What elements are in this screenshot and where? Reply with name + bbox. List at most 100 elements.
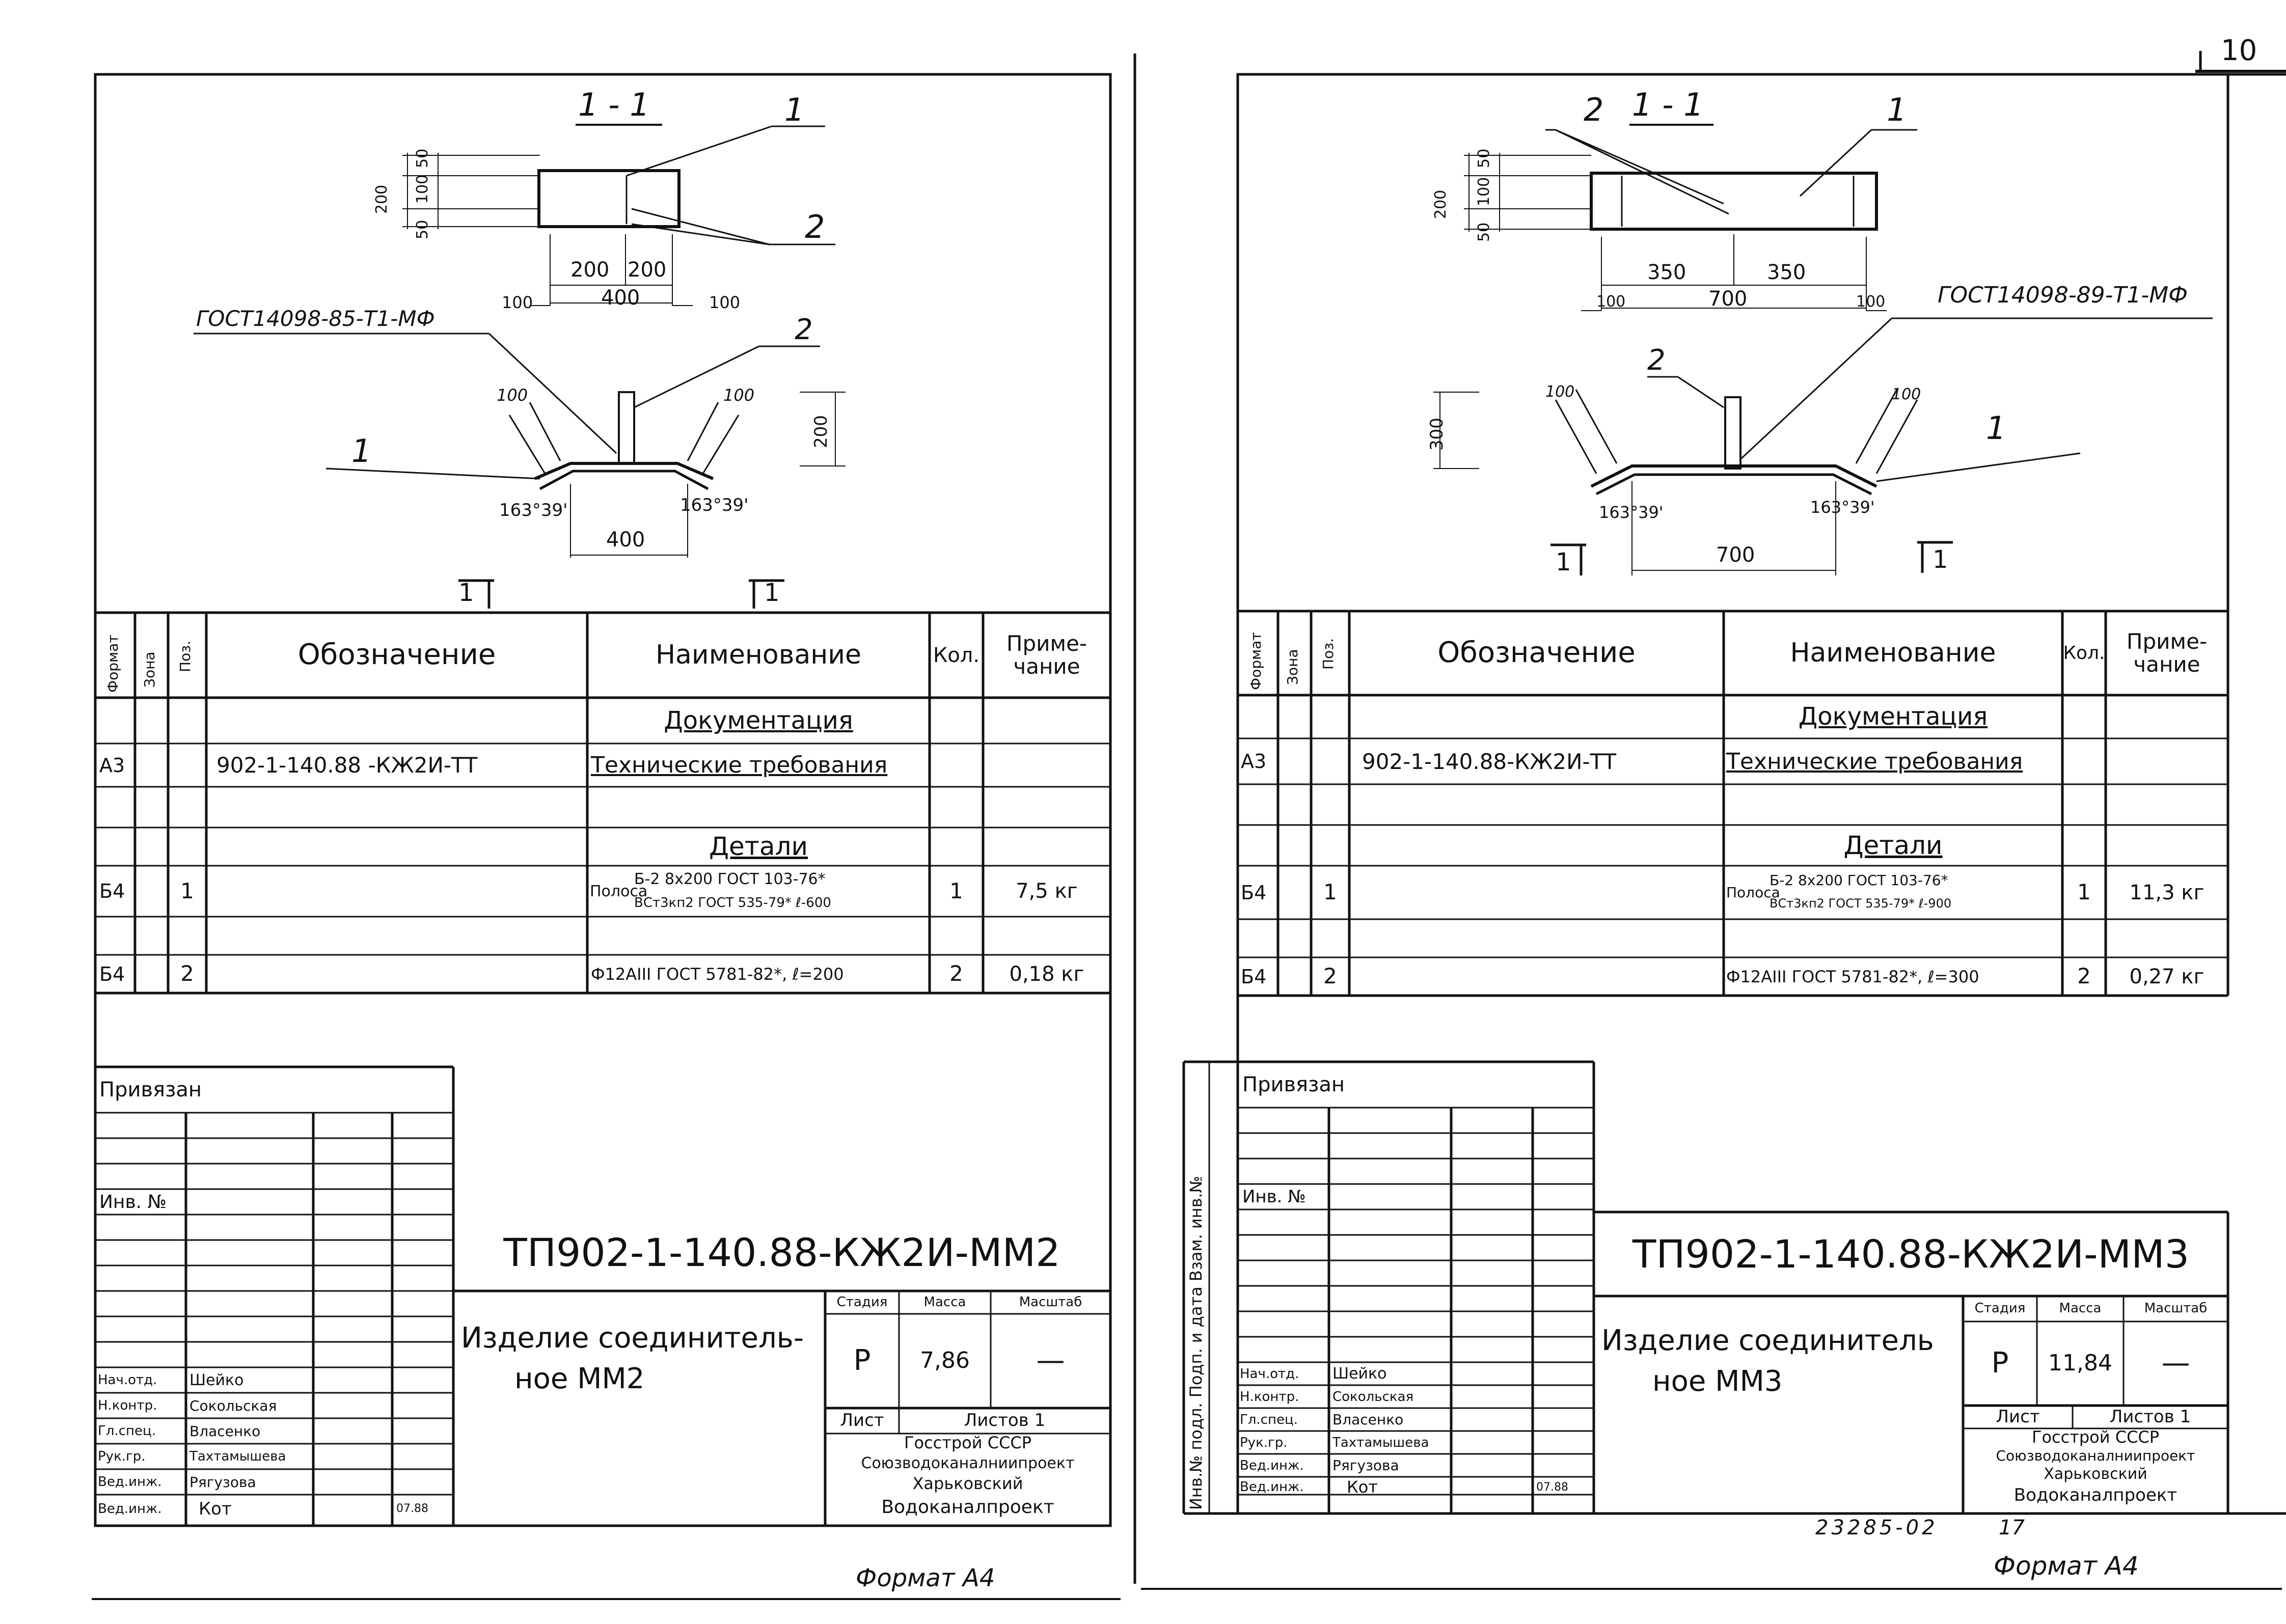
row3-qty: 2	[2077, 964, 2091, 989]
callout-1: 1	[784, 91, 805, 128]
mass-value: 11,84	[2048, 1350, 2112, 1377]
callout-2-front: 2	[1647, 344, 1666, 377]
name-6: Кот	[1347, 1477, 1378, 1497]
row3-pos: 2	[180, 961, 194, 986]
angle-b: 163°39'	[1810, 498, 1875, 517]
row2-note: 11,3 кг	[2129, 880, 2205, 904]
col-qty: Кол.	[933, 643, 980, 667]
row2-qty: 1	[2077, 879, 2091, 905]
dim-half-b: 200	[628, 258, 667, 282]
row2-strip-word: Полоса	[1726, 884, 1780, 901]
title-line-1: Изделие соединитель-	[461, 1322, 804, 1355]
name-1: Шейко	[1332, 1365, 1387, 1383]
weld-gost: ГОСТ14098-85-Т1-МФ	[196, 306, 435, 331]
row1-name: Технические требования	[1726, 748, 2023, 775]
title-line-1: Изделие соединитель	[1601, 1324, 1934, 1357]
stage-value: Р	[853, 1344, 871, 1378]
callout-1-front: 1	[1986, 409, 2006, 447]
angle-a: 163°39'	[499, 500, 568, 520]
section-label: 1 - 1	[1632, 86, 1704, 123]
sheet-mm3-linework	[1182, 73, 2286, 1515]
dim-total: 700	[1708, 287, 1748, 311]
dim-bend-b: 100	[1892, 386, 1921, 403]
row1-format: А3	[99, 754, 125, 777]
role-2: Н.контр.	[1240, 1389, 1299, 1405]
dim-bend-a: 100	[497, 386, 528, 405]
dim-base: 400	[606, 528, 645, 552]
weld-gost: ГОСТ14098-89-Т1-МФ	[1938, 282, 2188, 308]
sheet-mm3: 1 - 1 1 2 ГОСТ14098-89-Т1-МФ 2 1 50 100 …	[1143, 0, 2286, 1624]
title-line-2: ное ММ3	[1652, 1365, 1783, 1398]
sheet-label: Лист	[1996, 1406, 2040, 1427]
format-label: Формат А4	[1994, 1551, 2139, 1581]
dim-half-a: 350	[1647, 261, 1686, 284]
dim-h200: 200	[1432, 189, 1450, 219]
dim-h50a: 50	[1475, 148, 1493, 168]
name-4: Тахтамышева	[189, 1449, 286, 1464]
col-format: Формат	[1247, 632, 1264, 690]
row3-note: 0,27 кг	[2129, 965, 2205, 988]
col-name: Наименование	[655, 640, 862, 671]
dim-out-b: 100	[709, 293, 741, 312]
corner-page-number: 10	[2221, 34, 2257, 67]
org-line-2: Союзводоканалниипроект	[1996, 1447, 2195, 1465]
cut-mark-right: 1	[764, 579, 780, 607]
cut-mark-left: 1	[1556, 548, 1571, 576]
row3-pos: 2	[1323, 964, 1337, 989]
col-designation: Обозначение	[297, 638, 496, 672]
format-label: Формат А4	[856, 1564, 995, 1592]
stage-header: Стадия	[836, 1294, 888, 1310]
col-designation: Обозначение	[1437, 636, 1636, 670]
row1-format: А3	[1241, 750, 1267, 773]
scale-value: —	[1036, 1344, 1065, 1378]
row1-designation: 902-1-140.88-КЖ2И-ТТ	[1362, 749, 1616, 774]
date: 07.88	[396, 1502, 428, 1515]
row2-format: Б4	[99, 880, 125, 902]
scale-value: —	[2161, 1346, 2190, 1380]
role-3: Гл.спец.	[1240, 1412, 1298, 1427]
col-note: Приме-чание	[2126, 629, 2208, 677]
name-3: Власенко	[1332, 1411, 1404, 1428]
side-stamp: Инв.№ подл. Подп. и дата Взам. инв.№	[1186, 1175, 1206, 1510]
row2-name-bottom: ВСт3кп2 ГОСТ 535-79* ℓ-900	[1770, 896, 1952, 911]
dim-h50b: 50	[1475, 222, 1493, 242]
role-5: Вед.инж.	[98, 1474, 162, 1490]
name-5: Рягузова	[189, 1473, 256, 1491]
section-parts: Детали	[709, 832, 808, 862]
name-4: Тахтамышева	[1332, 1435, 1429, 1450]
angle-a: 163°39'	[1599, 503, 1664, 522]
org-line-4: Водоканалпроект	[2013, 1485, 2178, 1506]
inventory-label: Инв. №	[99, 1191, 167, 1213]
role-1: Нач.отд.	[1240, 1366, 1299, 1382]
name-2: Сокольская	[1332, 1389, 1414, 1405]
row3-name: Ф12АIII ГОСТ 5781-82*, ℓ=300	[1726, 967, 1979, 986]
document-code: ТП902-1-140.88-КЖ2И-ММ2	[503, 1230, 1060, 1276]
org-line-3: Харьковский	[2044, 1465, 2147, 1483]
sheet-mm2-linework	[94, 73, 1112, 1527]
scale-header: Масштаб	[2144, 1301, 2208, 1316]
org-line-3: Харьковский	[912, 1474, 1023, 1494]
callout-1-front: 1	[351, 432, 372, 470]
row3-format: Б4	[99, 962, 125, 985]
role-2: Н.контр.	[98, 1398, 157, 1413]
row2-pos: 1	[1323, 879, 1337, 905]
title-line-2: ное ММ2	[514, 1362, 645, 1395]
callout-2: 2	[805, 208, 825, 245]
callout-2-front: 2	[795, 313, 813, 346]
cut-mark-left: 1	[458, 579, 474, 607]
role-4: Рук.гр.	[1240, 1435, 1288, 1450]
role-3: Гл.спец.	[98, 1423, 156, 1439]
archive-code: 23285-02	[1815, 1516, 1938, 1539]
binding-label: Привязан	[99, 1078, 202, 1102]
document-code: ТП902-1-140.88-КЖ2И-ММ3	[1632, 1231, 2190, 1277]
org-line-2: Союзводоканалниипроект	[861, 1454, 1075, 1473]
row3-name: Ф12АIII ГОСТ 5781-82*, ℓ=200	[591, 964, 844, 984]
row2-name-top: Б-2 8х200 ГОСТ 103-76*	[1770, 872, 1948, 889]
angle-b: 163°39'	[680, 495, 749, 515]
role-5: Вед.инж.	[1240, 1457, 1304, 1473]
name-5: Рягузова	[1332, 1457, 1399, 1474]
row1-name: Технические требования	[591, 752, 888, 778]
row2-name-top: Б-2 8х200 ГОСТ 103-76*	[634, 870, 826, 888]
role-6: Вед.инж.	[1240, 1479, 1304, 1495]
